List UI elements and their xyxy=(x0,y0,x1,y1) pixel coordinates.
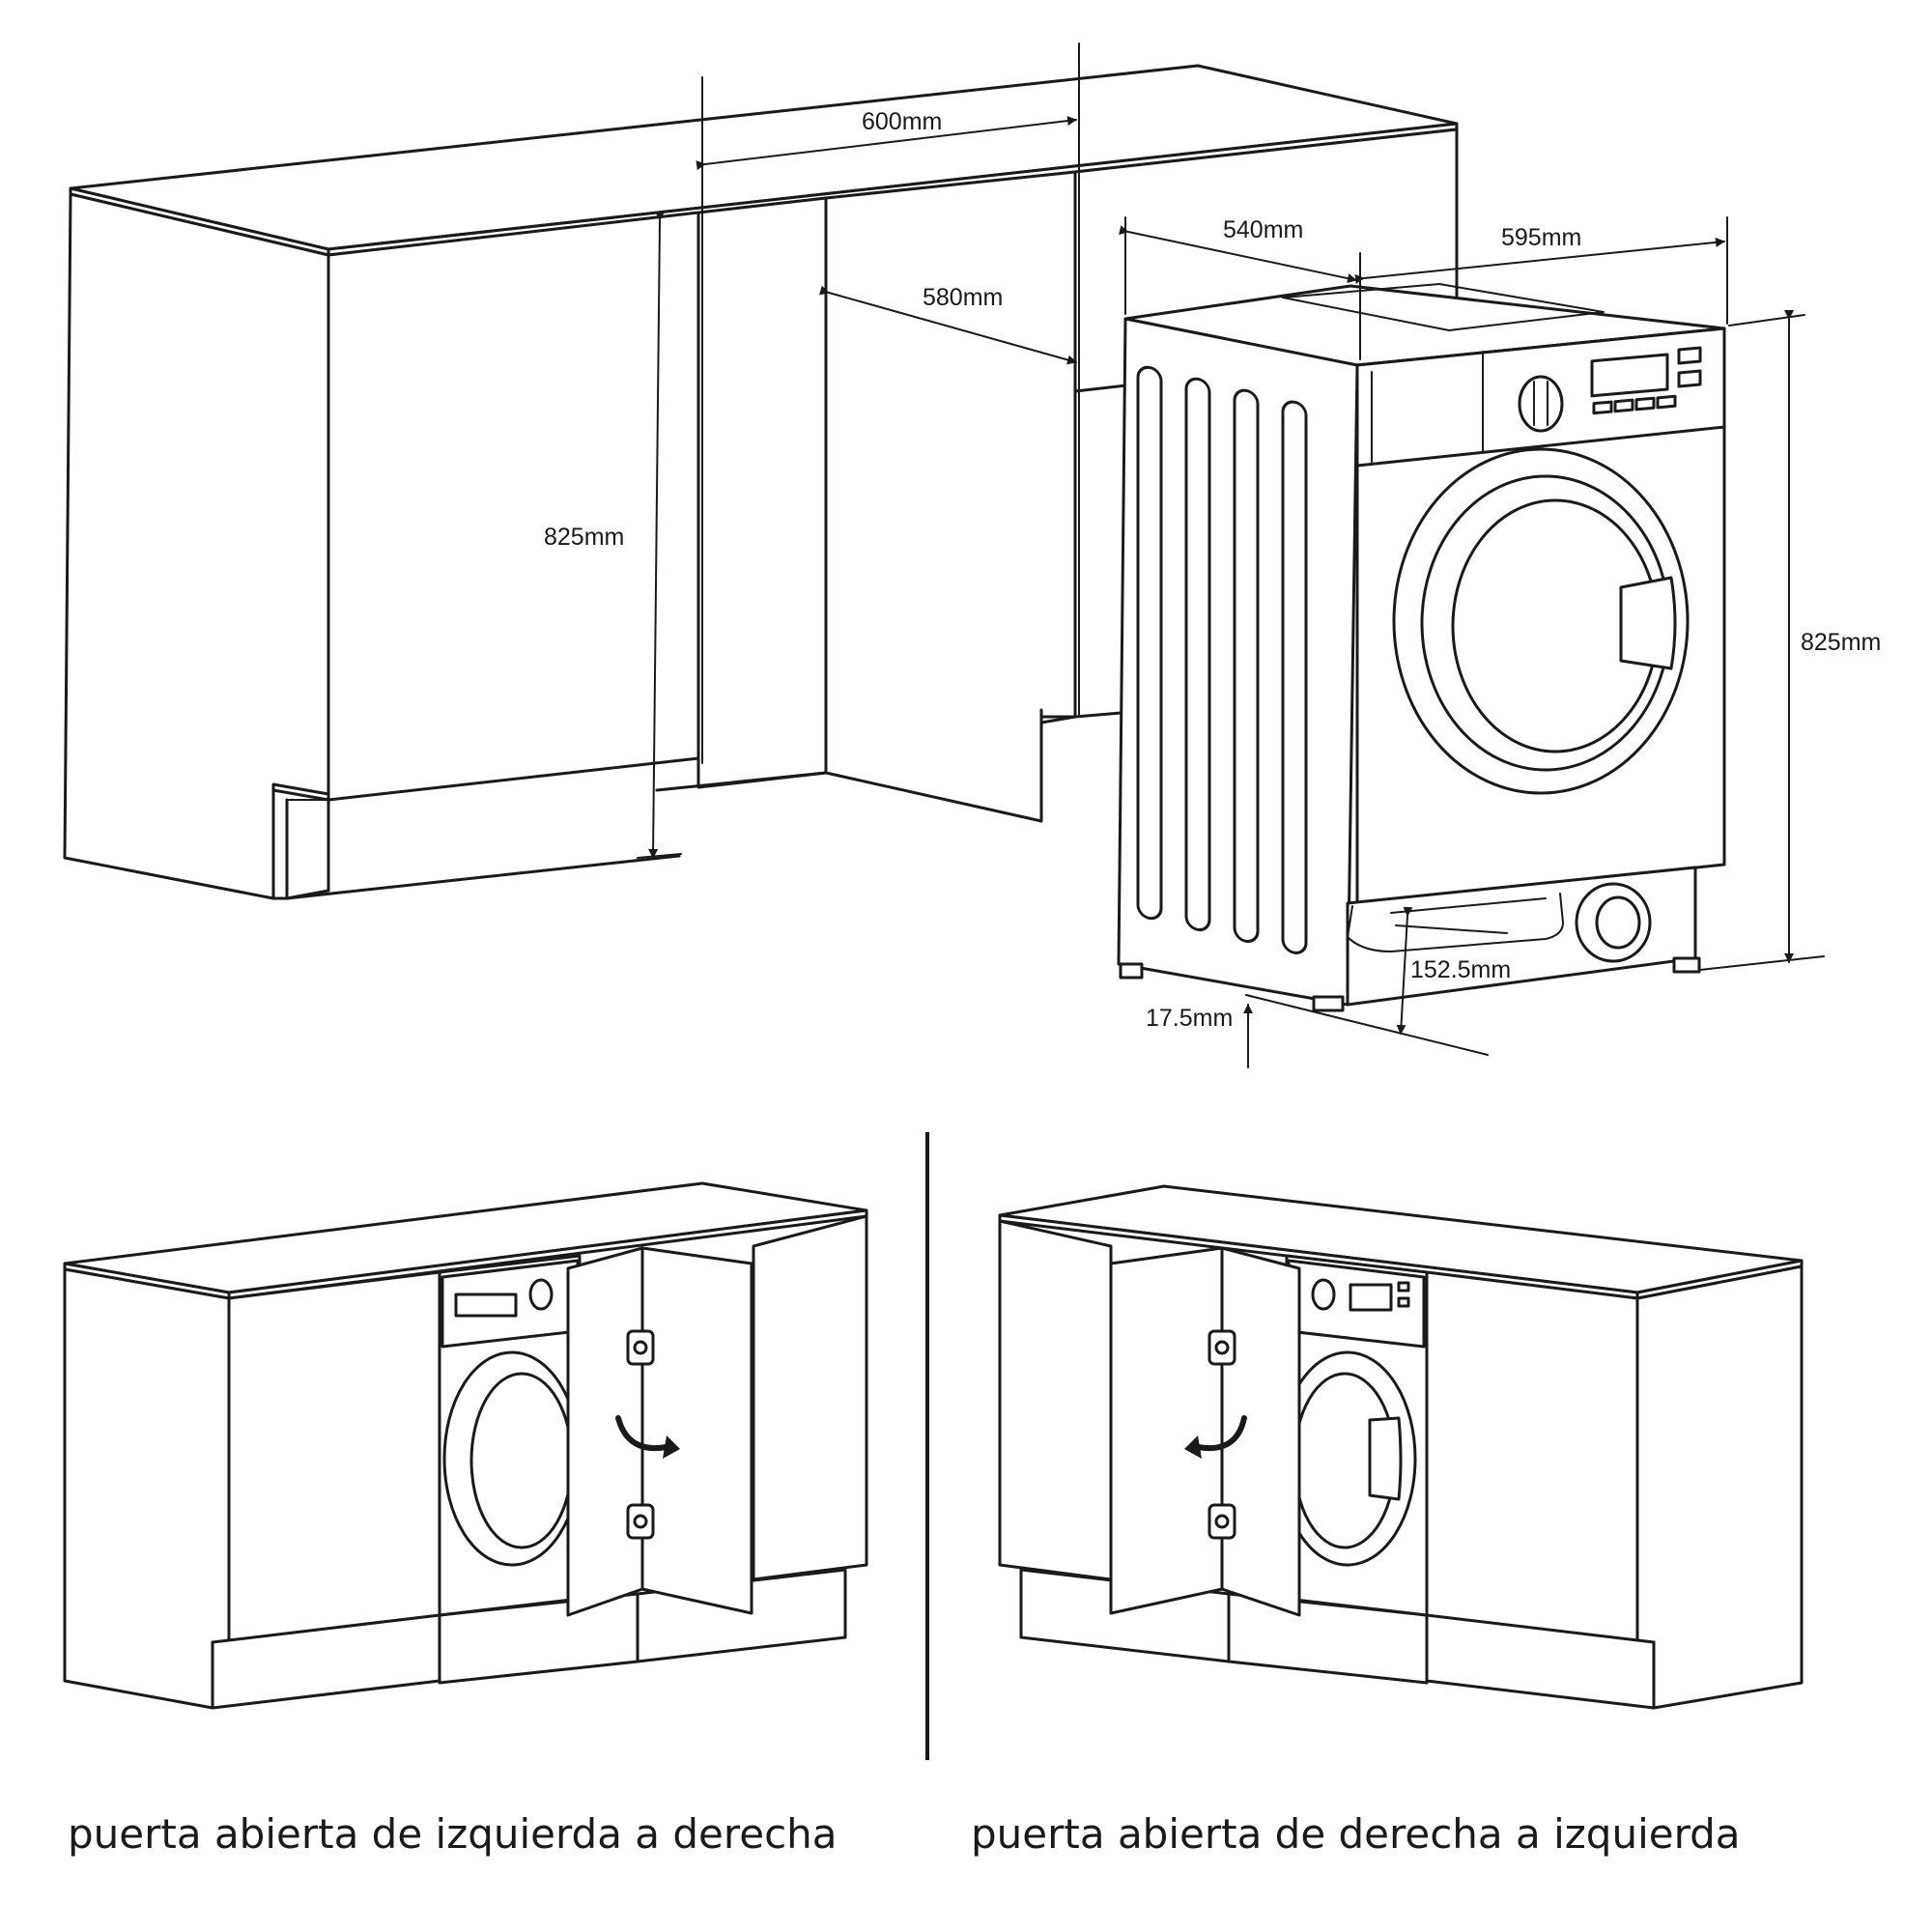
open-door-leaf-outer xyxy=(640,1246,753,1615)
dim-machine-width: 595mm xyxy=(1501,224,1581,251)
machine-side-ribs xyxy=(1136,365,1308,954)
open-door-leaf-outer xyxy=(1109,1246,1224,1615)
install-left-to-right xyxy=(63,1181,868,1710)
hinge-icon xyxy=(626,1329,655,1366)
dim-cabinet-width: 600mm xyxy=(862,108,942,135)
machine-foot xyxy=(1119,962,1144,980)
dim-cabinet-height: 825mm xyxy=(544,524,624,551)
rotate-left-arrowhead xyxy=(1184,1435,1202,1459)
niche-floor xyxy=(655,771,828,792)
display-icon xyxy=(1590,353,1669,398)
niche-back-wall xyxy=(696,196,828,789)
rotate-left-arrow-icon xyxy=(1195,1415,1247,1452)
machine-foot xyxy=(1312,995,1345,1012)
program-knob-icon xyxy=(528,1278,554,1311)
program-knob-icon xyxy=(1518,375,1564,433)
cabinet-niche-drawing: 600mm 580mm 825mm xyxy=(63,43,1459,900)
hinge-icon xyxy=(1208,1329,1236,1366)
open-door-leaf-inner xyxy=(1220,1246,1301,1617)
machine-foot xyxy=(1672,956,1701,974)
cabinet-left-front xyxy=(327,211,700,802)
install-right-to-left xyxy=(998,1184,1804,1710)
rotate-right-arrowhead xyxy=(663,1435,680,1459)
dim-foot-height: 17.5mm xyxy=(1146,1005,1233,1032)
dim-cabinet-depth: 580mm xyxy=(923,284,1003,311)
dim-machine-depth: 540mm xyxy=(1223,216,1303,243)
open-door-leaf-inner xyxy=(566,1246,644,1617)
plinth-front xyxy=(285,798,681,900)
program-knob-icon xyxy=(1311,1278,1336,1311)
hinge-icon xyxy=(626,1503,655,1540)
door-handle xyxy=(1619,576,1677,670)
caption-left-to-right: puerta abierta de izquierda a derecha xyxy=(68,1810,838,1858)
rotate-right-arrow-icon xyxy=(615,1415,669,1452)
dim-kick-height: 152.5mm xyxy=(1410,956,1511,983)
dim-machine-height: 825mm xyxy=(1801,629,1881,656)
washing-machine-drawing: 540mm 595mm 825mm 152.5mm 17.5mm xyxy=(1117,216,1881,1068)
caption-right-to-left: puerta abierta de derecha a izquierda xyxy=(971,1810,1741,1858)
cabinet-left-plinth xyxy=(271,788,330,900)
hinge-icon xyxy=(1208,1503,1236,1540)
niche-inner-side xyxy=(824,170,1077,823)
